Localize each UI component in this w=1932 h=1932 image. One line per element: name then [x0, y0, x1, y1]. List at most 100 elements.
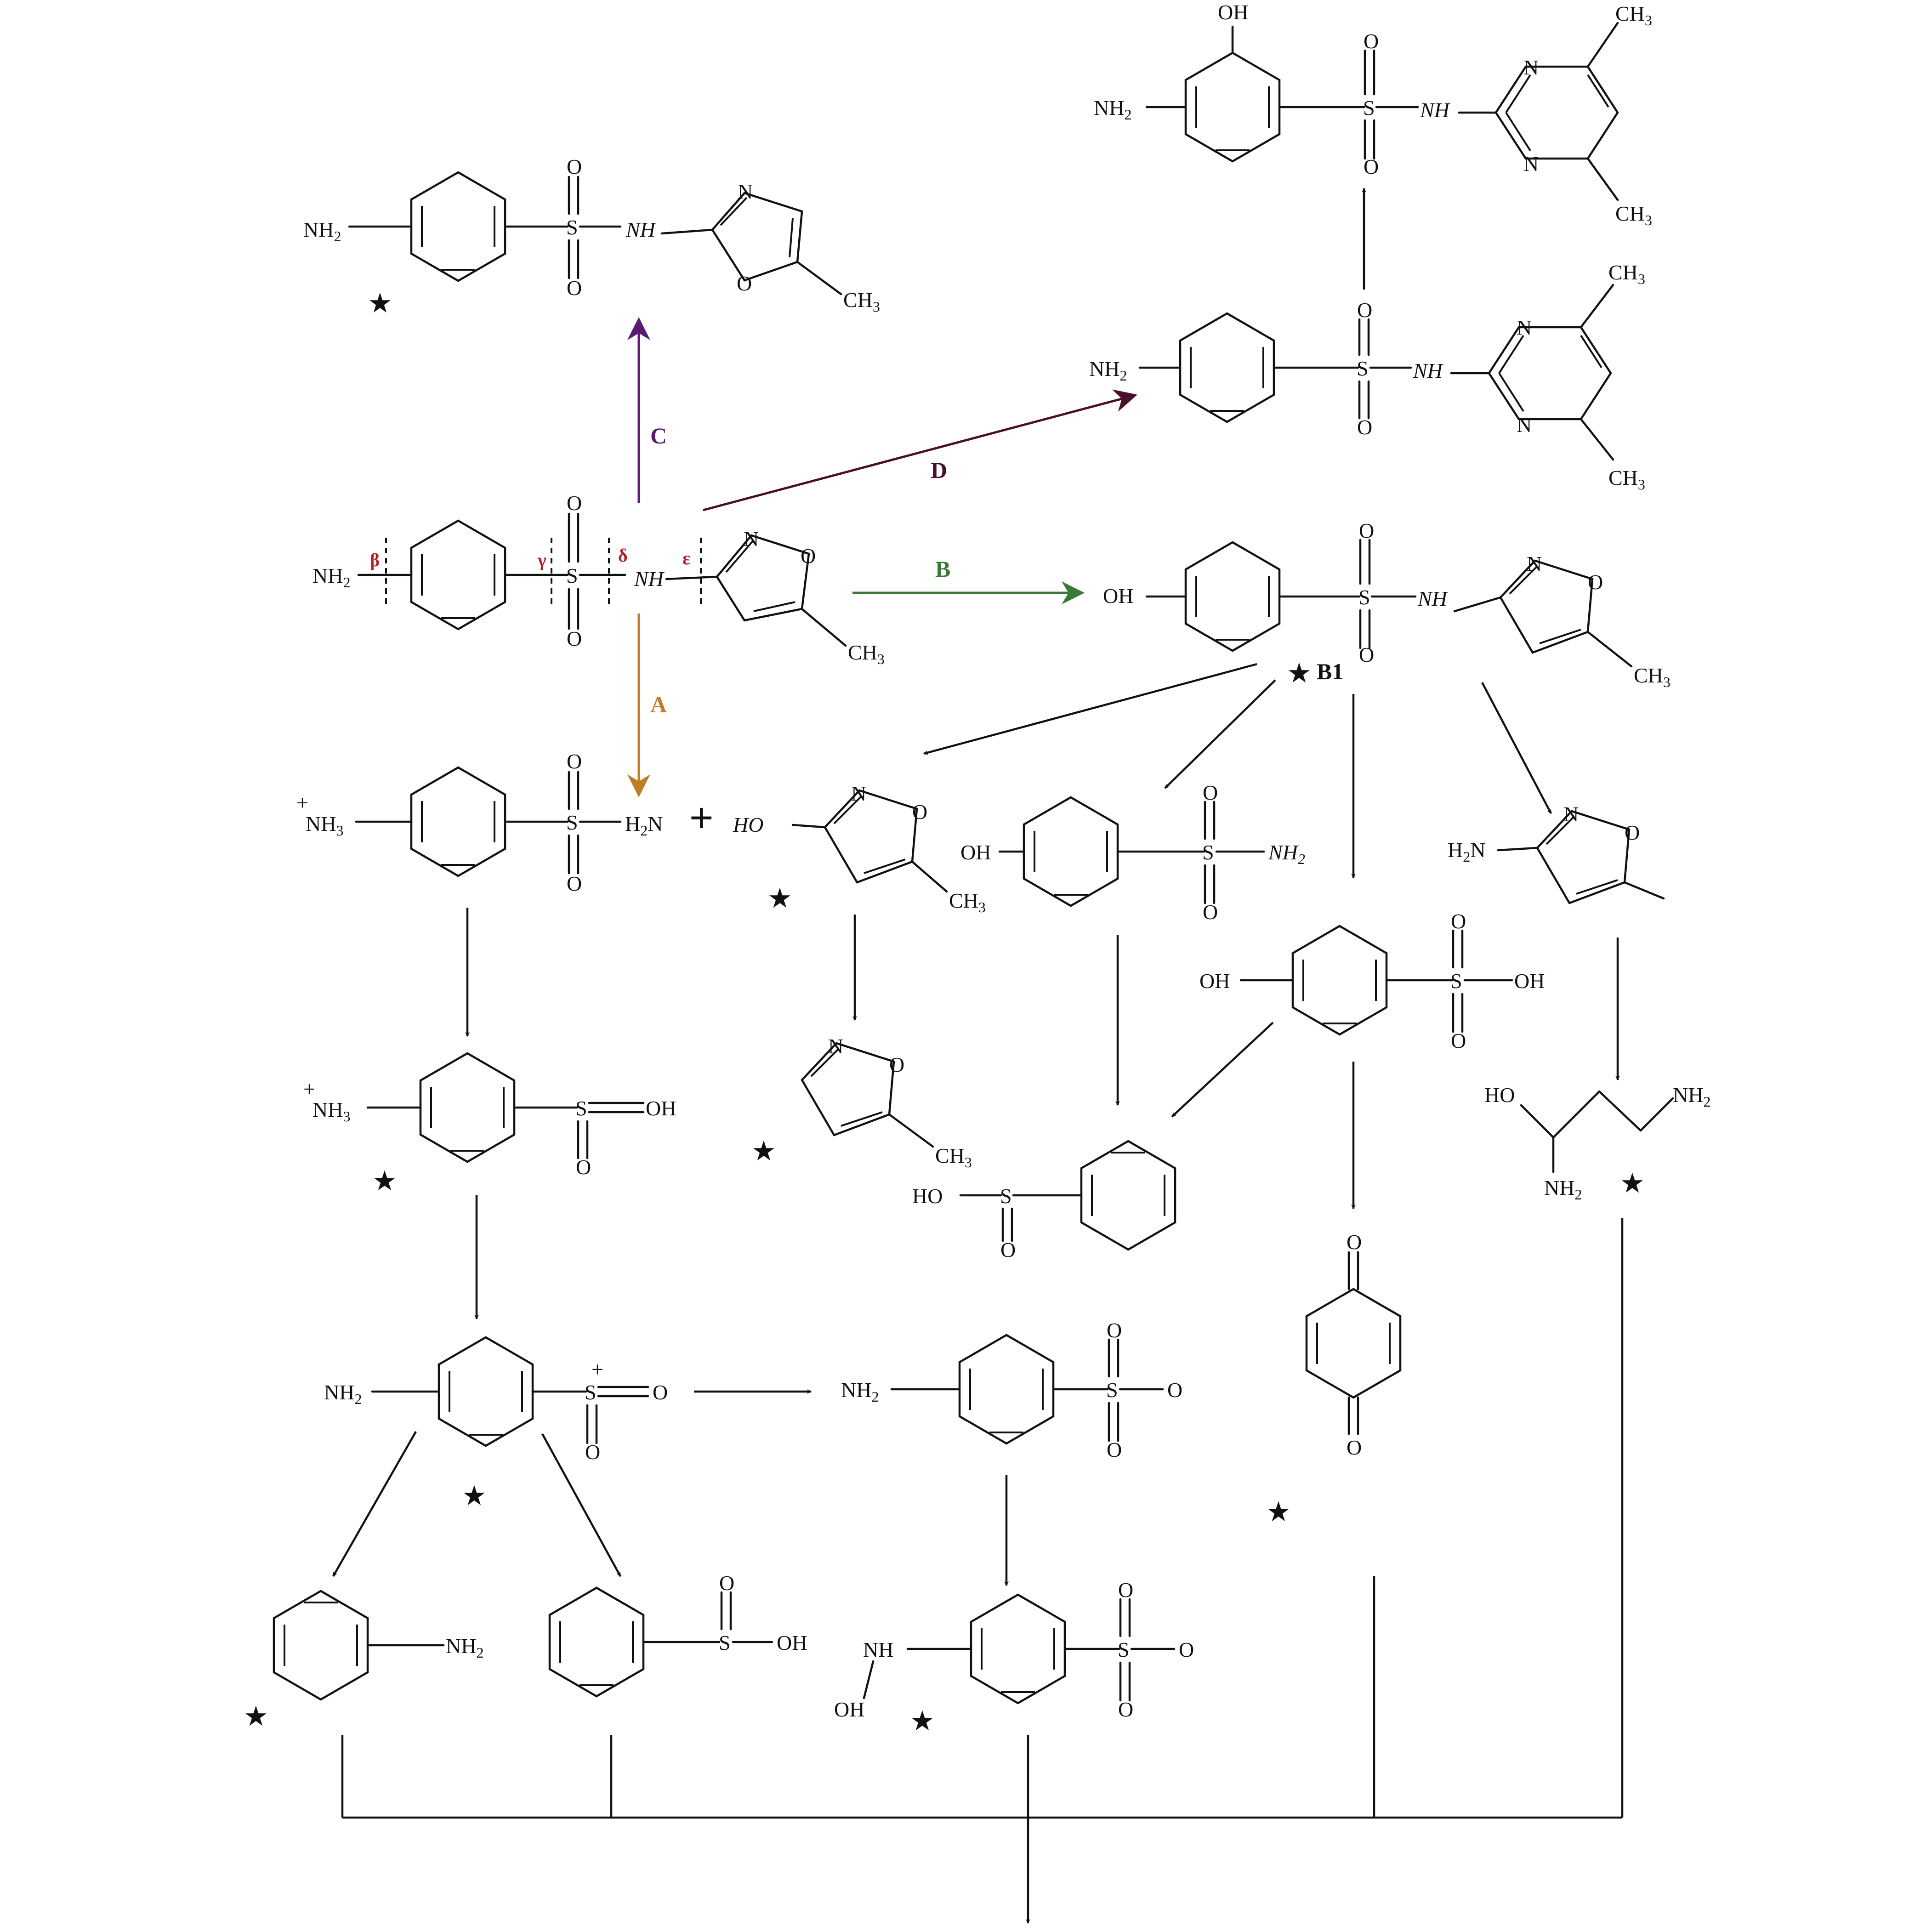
- svg-text:S: S: [1000, 1184, 1012, 1208]
- svg-text:NH: NH: [1413, 359, 1444, 382]
- svg-text:H2N: H2N: [625, 812, 663, 839]
- svg-text:O: O: [1167, 1378, 1182, 1402]
- svg-text:O: O: [1359, 643, 1374, 666]
- isoxazole-ring: [716, 534, 810, 622]
- svg-text:S: S: [1118, 1638, 1130, 1661]
- svg-text:OH: OH: [1103, 584, 1133, 608]
- svg-text:NH: NH: [1417, 587, 1449, 610]
- svg-text:O: O: [1107, 1438, 1122, 1461]
- svg-text:O: O: [1359, 519, 1374, 542]
- svg-text:O: O: [1203, 900, 1218, 924]
- svg-text:S: S: [585, 1381, 597, 1404]
- cleavage-epsilon: ε: [682, 548, 690, 568]
- svg-text:★: ★: [910, 1705, 935, 1737]
- product-aniline: NH2 ★: [244, 1590, 483, 1733]
- product-benzenesulfinic-acid-1: HO S O: [912, 1140, 1176, 1261]
- svg-text:NH2: NH2: [313, 564, 350, 591]
- svg-text:NH2: NH2: [303, 218, 341, 244]
- svg-text:O: O: [1451, 1029, 1466, 1052]
- svg-text:NH2: NH2: [324, 1381, 362, 1407]
- svg-text:O: O: [1347, 1230, 1362, 1254]
- svg-text:NH2: NH2: [1268, 841, 1305, 867]
- sulfur-atom: S: [566, 564, 578, 587]
- pathway-d-arrow: [703, 389, 1137, 511]
- svg-text:★: ★: [372, 1165, 397, 1197]
- svg-text:CH3: CH3: [1608, 261, 1645, 287]
- svg-text:O: O: [567, 627, 582, 650]
- svg-text:+: +: [296, 791, 308, 814]
- svg-text:O: O: [1364, 29, 1379, 53]
- svg-text:N: N: [1517, 413, 1532, 437]
- product-d-sulfamethazine: NH2 S O O NH N N CH3 CH3: [1089, 261, 1645, 493]
- svg-text:N: N: [738, 180, 753, 203]
- svg-text:N: N: [1563, 802, 1579, 826]
- svg-text:NH: NH: [863, 1638, 893, 1661]
- svg-text:O: O: [1118, 1578, 1133, 1602]
- product-benzenesulfinic-acid-2: S O OH: [548, 1571, 807, 1698]
- svg-text:NH2: NH2: [841, 1378, 879, 1405]
- product-hydroxy-sulfamethazine: NH2 OH S O O NH N N CH3 CH3: [1094, 0, 1652, 228]
- svg-text:OH: OH: [646, 1097, 676, 1120]
- svg-text:OH: OH: [1514, 969, 1545, 993]
- svg-text:CH3: CH3: [1615, 2, 1652, 28]
- svg-text:O: O: [719, 1571, 734, 1595]
- product-methylisoxazole: N O CH3 ★: [751, 1034, 972, 1171]
- svg-text:O: O: [801, 544, 816, 568]
- svg-text:N: N: [851, 782, 866, 805]
- cleavage-delta: δ: [618, 545, 628, 566]
- svg-text:S: S: [1202, 841, 1214, 864]
- product-anilinium-sulfinic: + NH3 S OH O ★: [303, 1052, 676, 1197]
- svg-text:O: O: [1588, 570, 1603, 594]
- svg-text:NH: NH: [634, 567, 665, 591]
- product-hydroxylamino-sulfonate: NH OH S O O O ★: [834, 1578, 1194, 1737]
- svg-text:OH: OH: [1199, 969, 1230, 993]
- svg-text:O: O: [567, 750, 582, 773]
- svg-text:N: N: [1523, 152, 1539, 176]
- svg-text:★: ★: [244, 1700, 268, 1733]
- arrow-to-aniline: [332, 1431, 417, 1577]
- svg-text:CH3: CH3: [848, 641, 885, 667]
- product-hydroxybenzenesulfonic-acid: OH S O O OH: [1199, 909, 1545, 1052]
- svg-text:O: O: [1179, 1638, 1194, 1661]
- pathway-d-label: D: [931, 457, 947, 483]
- svg-text:HO: HO: [1484, 1083, 1515, 1107]
- convergence-connector: [341, 1218, 1624, 1924]
- svg-text:NH3: NH3: [313, 1098, 350, 1125]
- svg-text:N: N: [1517, 316, 1532, 339]
- svg-text:CH3: CH3: [843, 288, 880, 315]
- benzene-ring: [410, 519, 506, 631]
- product-sulfonyl-cation: NH2 + S O O ★: [324, 1336, 668, 1512]
- svg-text:O: O: [1118, 1698, 1133, 1721]
- svg-text:OH: OH: [960, 841, 991, 864]
- svg-text:O: O: [912, 800, 927, 824]
- svg-text:S: S: [1363, 96, 1375, 119]
- parent-sulfamethoxazole: NH2 S O O NH N O CH3 β γ δ ε: [313, 491, 885, 667]
- svg-text:★: ★: [1287, 657, 1312, 689]
- svg-text:NH: NH: [625, 218, 657, 241]
- svg-text:O: O: [567, 491, 582, 515]
- toxic-marker: ★: [368, 287, 392, 319]
- svg-text:NH2: NH2: [1089, 357, 1127, 384]
- svg-text:CH3: CH3: [949, 889, 986, 915]
- plus-sign: +: [689, 795, 714, 841]
- product-amino-alcohol: HO NH2 NH2 ★: [1484, 1083, 1710, 1203]
- svg-text:★: ★: [1266, 1496, 1291, 1528]
- svg-text:O: O: [1357, 298, 1372, 322]
- svg-text:HO: HO: [912, 1184, 943, 1208]
- svg-text:O: O: [1203, 781, 1218, 804]
- svg-text:CH3: CH3: [1608, 466, 1645, 493]
- svg-text:NH2: NH2: [1544, 1176, 1582, 1203]
- svg-text:O: O: [1364, 155, 1379, 178]
- svg-text:NH2: NH2: [1094, 96, 1131, 123]
- arrow-b1-to-aminoisoxazole: [1481, 682, 1552, 814]
- pathway-a-label: A: [650, 692, 667, 717]
- svg-text:N: N: [1527, 552, 1542, 575]
- svg-text:S: S: [1357, 357, 1369, 380]
- svg-text:NH2: NH2: [1673, 1083, 1710, 1110]
- svg-text:★: ★: [1620, 1167, 1645, 1199]
- svg-text:O: O: [737, 272, 752, 295]
- svg-text:S: S: [566, 811, 578, 834]
- arrow-to-benzenesulfinic-2: [541, 1433, 621, 1577]
- svg-text:NH3: NH3: [306, 812, 343, 839]
